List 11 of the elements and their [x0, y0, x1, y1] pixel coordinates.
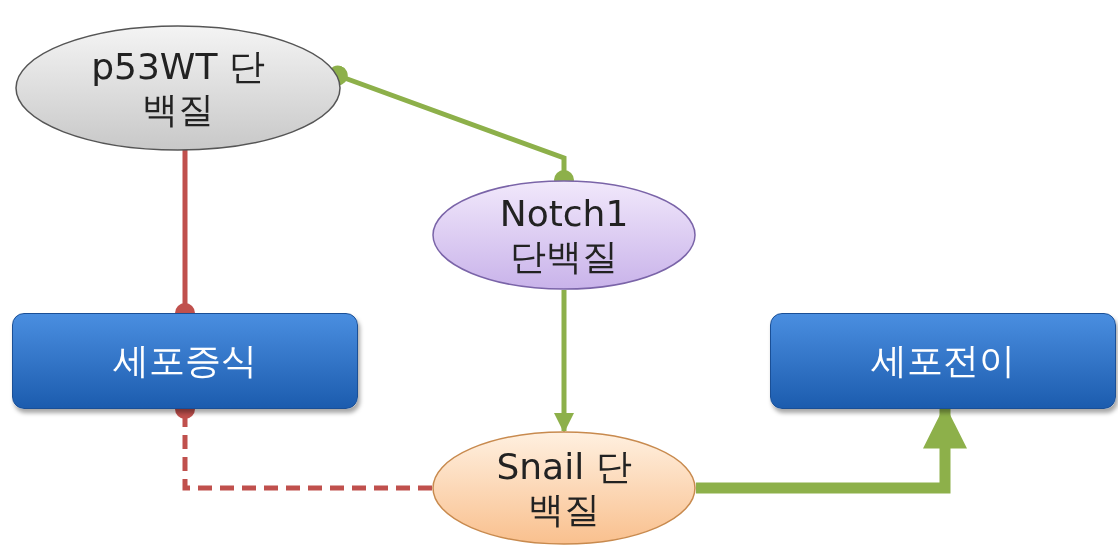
protein-ellipse [432, 431, 696, 545]
arrow [554, 290, 574, 433]
process-box [12, 313, 358, 409]
process-box [770, 313, 1116, 409]
protein-ellipse [15, 25, 341, 151]
node-label: 세포증식 [113, 339, 257, 383]
protein-ellipse [432, 180, 696, 290]
node-label: 세포전이 [871, 339, 1015, 383]
node-label: p53WT 단백질 [90, 44, 266, 132]
node-label: Snail 단백질 [495, 444, 633, 532]
node-label: Notch1 단백질 [498, 191, 630, 279]
